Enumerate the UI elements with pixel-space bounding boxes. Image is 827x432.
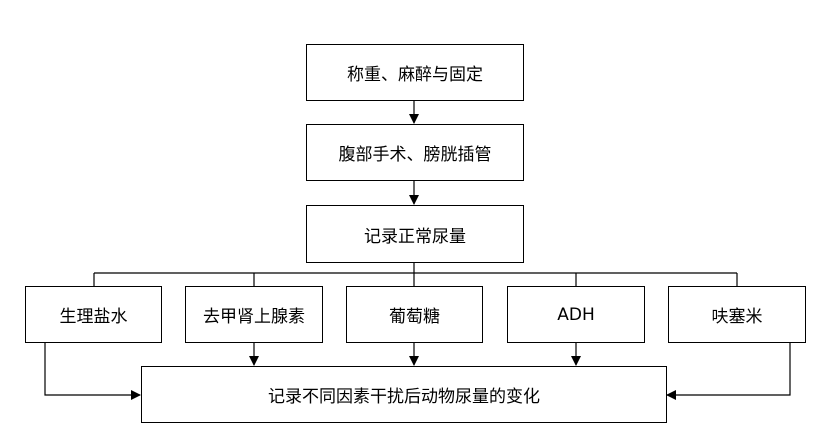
step-abdominal-surgery-bladder-cannula: 腹部手术、膀胱插管 bbox=[306, 124, 524, 181]
result-record-urine-change: 记录不同因素干扰后动物尿量的变化 bbox=[141, 366, 667, 423]
treatment-norepinephrine: 去甲肾上腺素 bbox=[185, 286, 323, 343]
arrow-treatment-1-to-result bbox=[44, 343, 141, 400]
treatment-adh: ADH bbox=[507, 286, 645, 343]
treatment-glucose: 葡萄糖 bbox=[346, 286, 483, 343]
arrow-treatment-5-to-result bbox=[666, 343, 791, 400]
step-weigh-anesthetize-fix: 称重、麻醉与固定 bbox=[306, 44, 524, 101]
step-record-normal-urine: 记录正常尿量 bbox=[306, 205, 524, 263]
treatment-saline: 生理盐水 bbox=[25, 286, 162, 343]
treatment-furosemide: 呋塞米 bbox=[668, 286, 806, 343]
